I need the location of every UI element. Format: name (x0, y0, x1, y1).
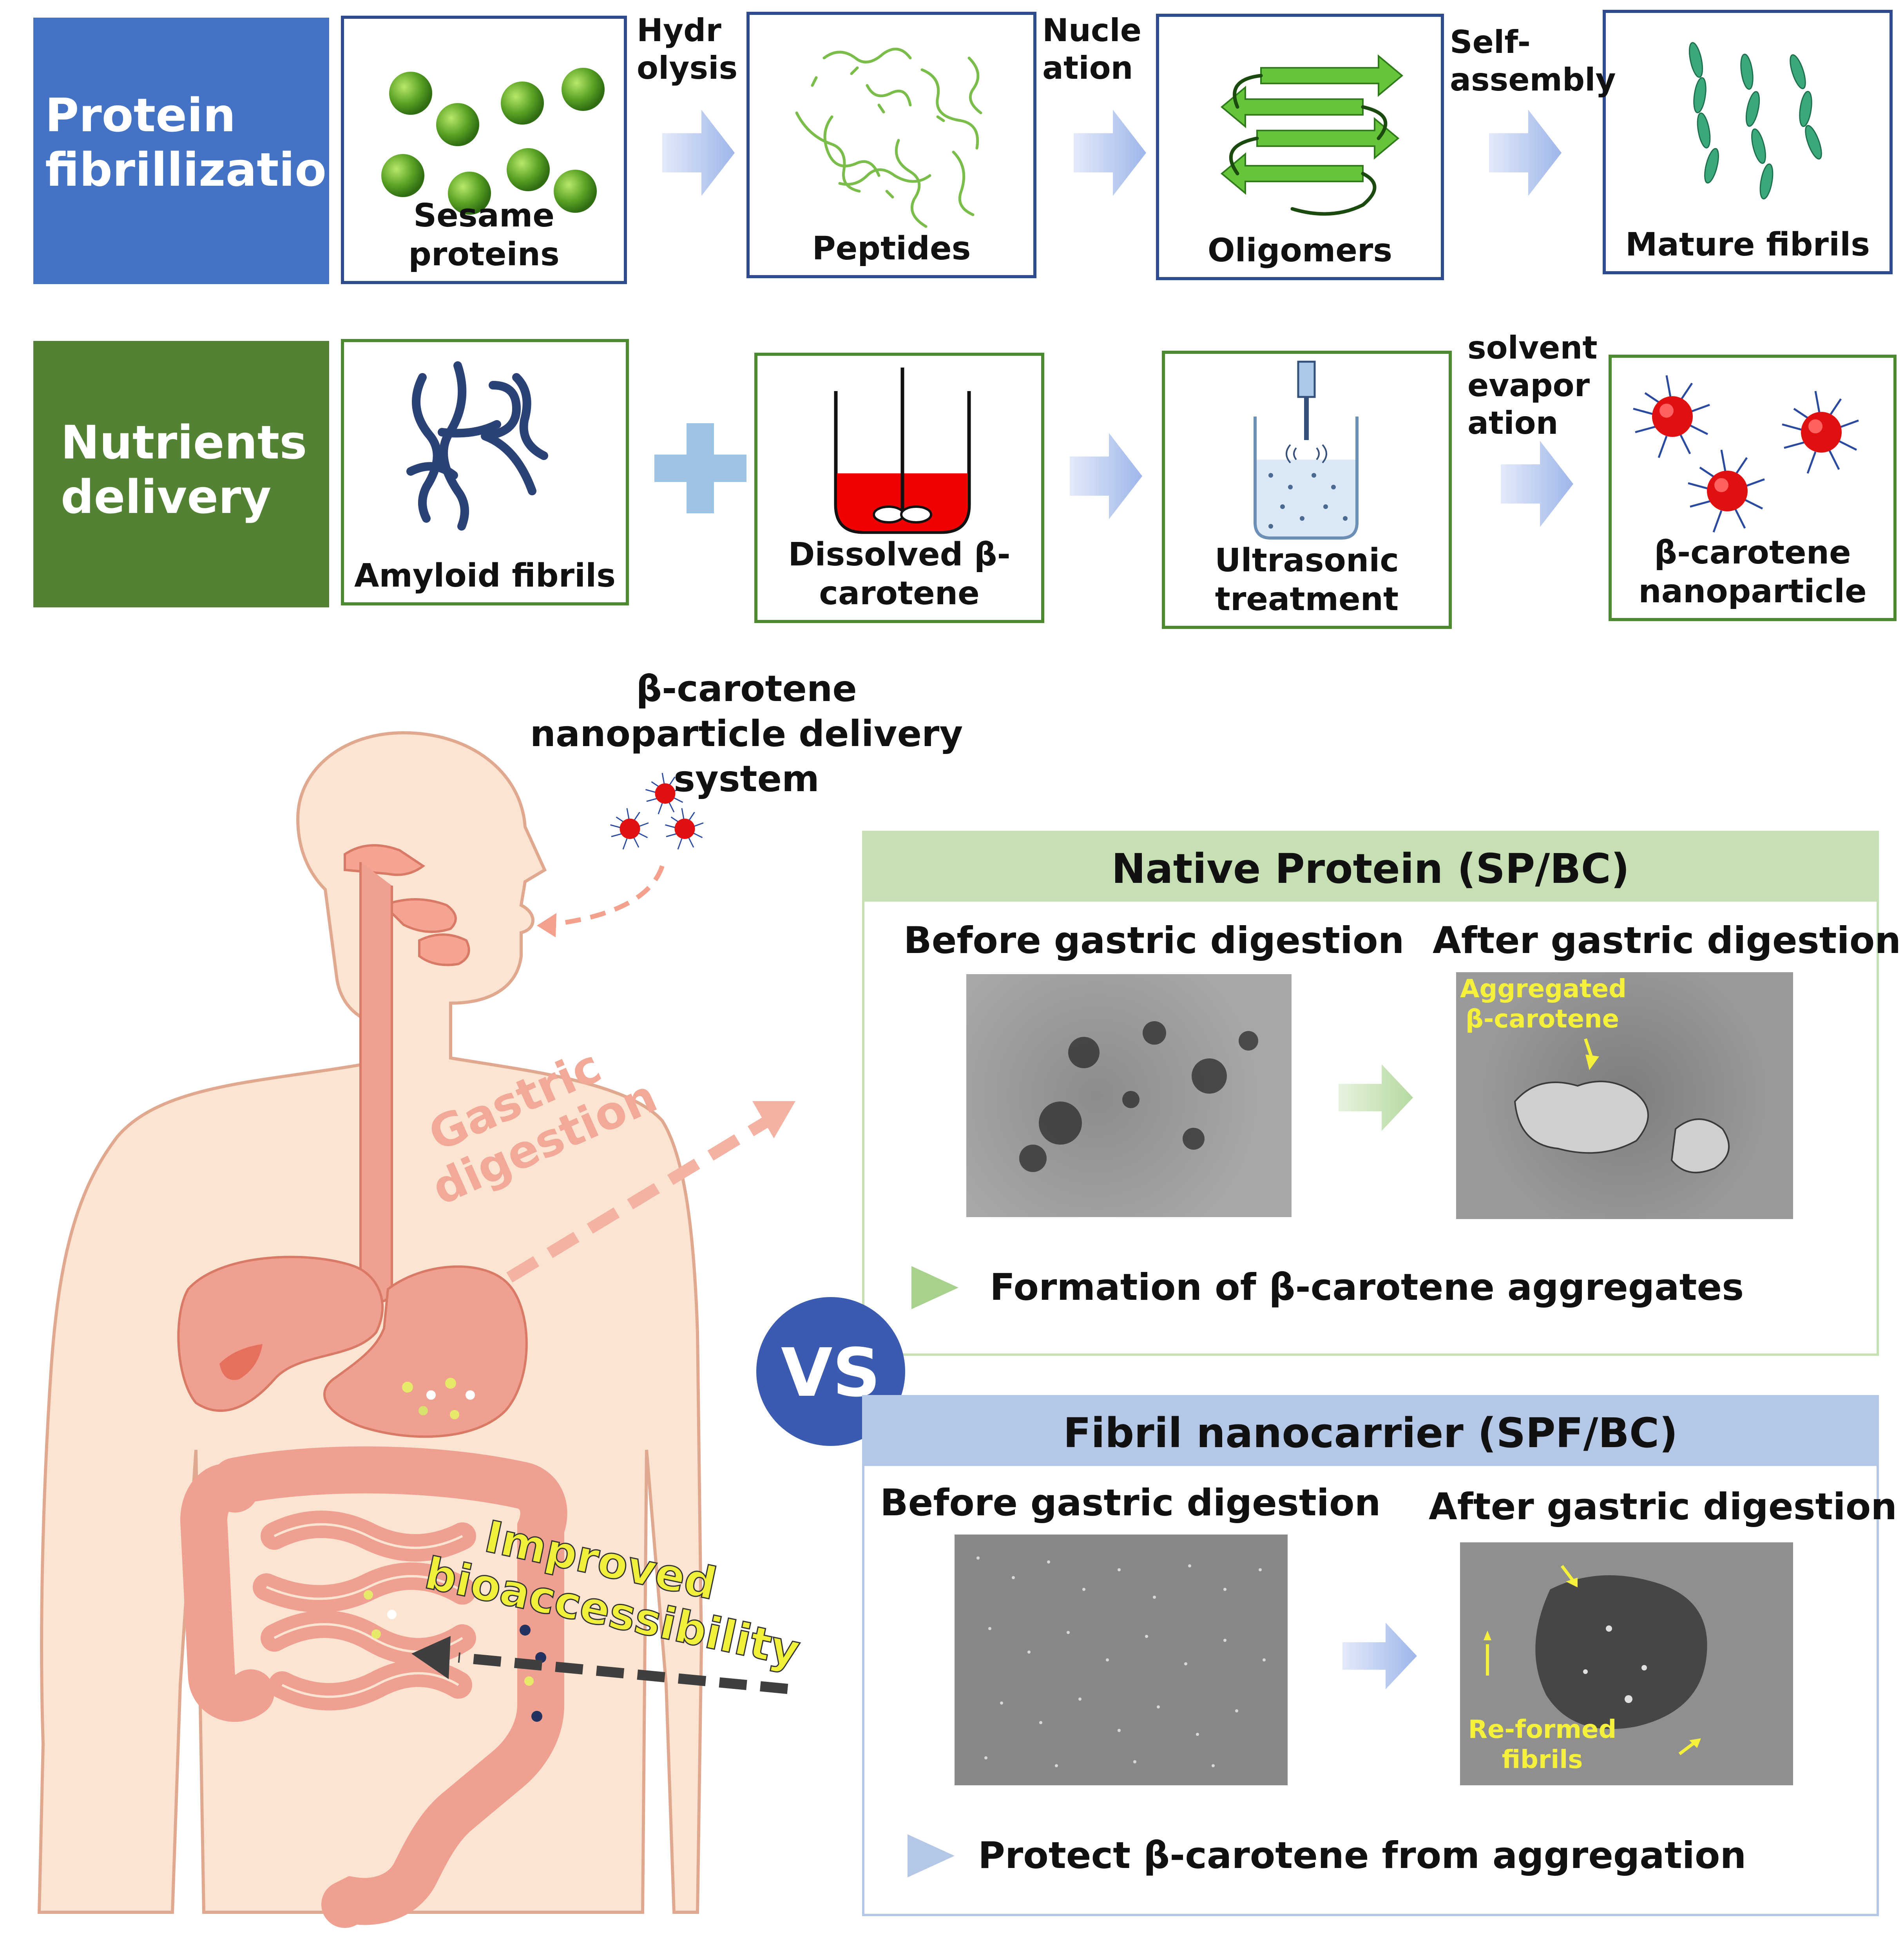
oligomers-icon (1220, 54, 1404, 216)
gallbladder-icon (219, 1344, 263, 1380)
peptides-icon (795, 47, 982, 228)
step-peptides-label: Peptides (812, 230, 971, 267)
step-mature-fibrils-label: Mature fibrils (1625, 226, 1870, 263)
step-dissolved-beta-carotene: Dissolved β-carotene (754, 353, 1044, 623)
arrow-label-solvent-evaporation: solvent evapor ation (1467, 330, 1598, 441)
step-beta-carotene-nanoparticle-label: β-carotene nanoparticle (1638, 534, 1867, 610)
fibril-nanocarrier-panel: Fibril nanocarrier (SPF/BC) Before gastr… (862, 1395, 1897, 1916)
step-mature-fibrils: Mature fibrils (1603, 10, 1893, 274)
plus-icon (654, 423, 746, 513)
bioaccessibility-arrow-icon (458, 1652, 788, 1694)
step-sesame-proteins-label: Sesame proteins (408, 197, 560, 273)
native-before-label: Before gastric digestion (904, 919, 1404, 962)
native-protein-panel: Native Protein (SP/BC) Before gastric di… (862, 831, 1901, 1356)
nanoparticle-cluster-icon (1633, 375, 1859, 533)
native-compare-arrow-icon (1339, 1064, 1413, 1131)
native-before-aggregates-icon (1019, 1021, 1258, 1172)
step-peptides: Peptides (746, 12, 1036, 278)
top-row-header: Protein fibrillization (33, 18, 360, 284)
delivery-system-label: β-carotene nanoparticle delivery system (530, 668, 963, 800)
native-bullet-triangle-icon (911, 1266, 958, 1309)
top-row-header-text: Protein fibrillization (45, 88, 360, 197)
step-dissolved-beta-carotene-label: Dissolved β-carotene (788, 536, 1011, 612)
step-amyloid-fibrils-label: Amyloid fibrils (354, 557, 616, 594)
native-protein-title-band: Native Protein (SP/BC) (864, 833, 1877, 902)
native-conclusion: Formation of β-carotene aggregates (990, 1266, 1744, 1309)
fibril-after-annotation: Re-formed fibrils (1468, 1715, 1617, 1774)
particles-icon (364, 1378, 546, 1722)
arrow-self-assembly-icon (1489, 110, 1562, 196)
fibril-conclusion: Protect β-carotene from aggregation (978, 1834, 1746, 1877)
middle-row-header-text: Nutrients delivery (61, 415, 307, 524)
oral-cavity-icon (344, 844, 470, 966)
sesame-protein-spheres-icon (381, 68, 605, 215)
native-before-micrograph (966, 974, 1292, 1217)
native-after-label: After gastric digestion (1433, 919, 1901, 962)
arrow-hydrolysis-icon (662, 110, 735, 196)
step-beta-carotene-nanoparticle: β-carotene nanoparticle (1609, 355, 1897, 621)
gastric-arrow-icon (506, 1116, 771, 1283)
fibril-before-micrograph (955, 1535, 1288, 1785)
step-oligomers-label: Oligomers (1207, 232, 1393, 269)
middle-row-header: Nutrients delivery (33, 341, 329, 607)
step-sesame-proteins: Sesame proteins (341, 16, 627, 284)
fibril-title: Fibril nanocarrier (SPF/BC) (1063, 1409, 1678, 1457)
step-amyloid-fibrils: Amyloid fibrils (341, 339, 629, 605)
native-after-annotation: Aggregated β-carotene (1460, 975, 1627, 1034)
fibril-before-dispersed-icon (976, 1556, 1266, 1767)
delivery-nanoparticles-icon (610, 773, 704, 850)
native-protein-title: Native Protein (SP/BC) (1111, 845, 1630, 893)
fibril-after-network-icon (1484, 1565, 1707, 1756)
stirred-vessel-icon (834, 368, 971, 534)
arrow-ultrasonic-icon (1070, 433, 1142, 519)
fibril-before-label: Before gastric digestion (880, 1482, 1381, 1524)
mature-fibrils-icon (1688, 42, 1822, 199)
step-ultrasonic-treatment-label: Ultrasonic treatment (1215, 542, 1399, 618)
ultrasonic-beaker-icon (1254, 361, 1359, 540)
ingestion-arrow-icon (548, 865, 665, 927)
fibril-after-micrograph: Re-formed fibrils (1460, 1542, 1793, 1785)
arrow-label-nucleation: Nucle ation (1042, 12, 1142, 86)
arrow-label-hydrolysis: Hydr olysis (637, 12, 738, 86)
arrow-evaporation-icon (1501, 441, 1573, 527)
fibril-title-band: Fibril nanocarrier (SPF/BC) (864, 1397, 1877, 1466)
native-after-aggregates-icon (1514, 1038, 1730, 1174)
fibril-bullet-triangle-icon (908, 1834, 955, 1877)
stomach-icon (323, 1265, 528, 1438)
native-after-micrograph: Aggregated β-carotene (1456, 972, 1793, 1219)
fibril-compare-arrow-icon (1342, 1623, 1417, 1689)
arrow-label-self-assembly: Self- assembly (1450, 24, 1616, 98)
esophagus-icon (359, 862, 393, 1302)
fibril-after-label: After gastric digestion (1429, 1486, 1897, 1528)
amyloid-fibrils-icon (406, 361, 548, 531)
arrow-nucleation-icon (1074, 110, 1146, 196)
step-oligomers: Oligomers (1156, 14, 1444, 280)
step-ultrasonic-treatment: Ultrasonic treatment (1162, 351, 1452, 629)
